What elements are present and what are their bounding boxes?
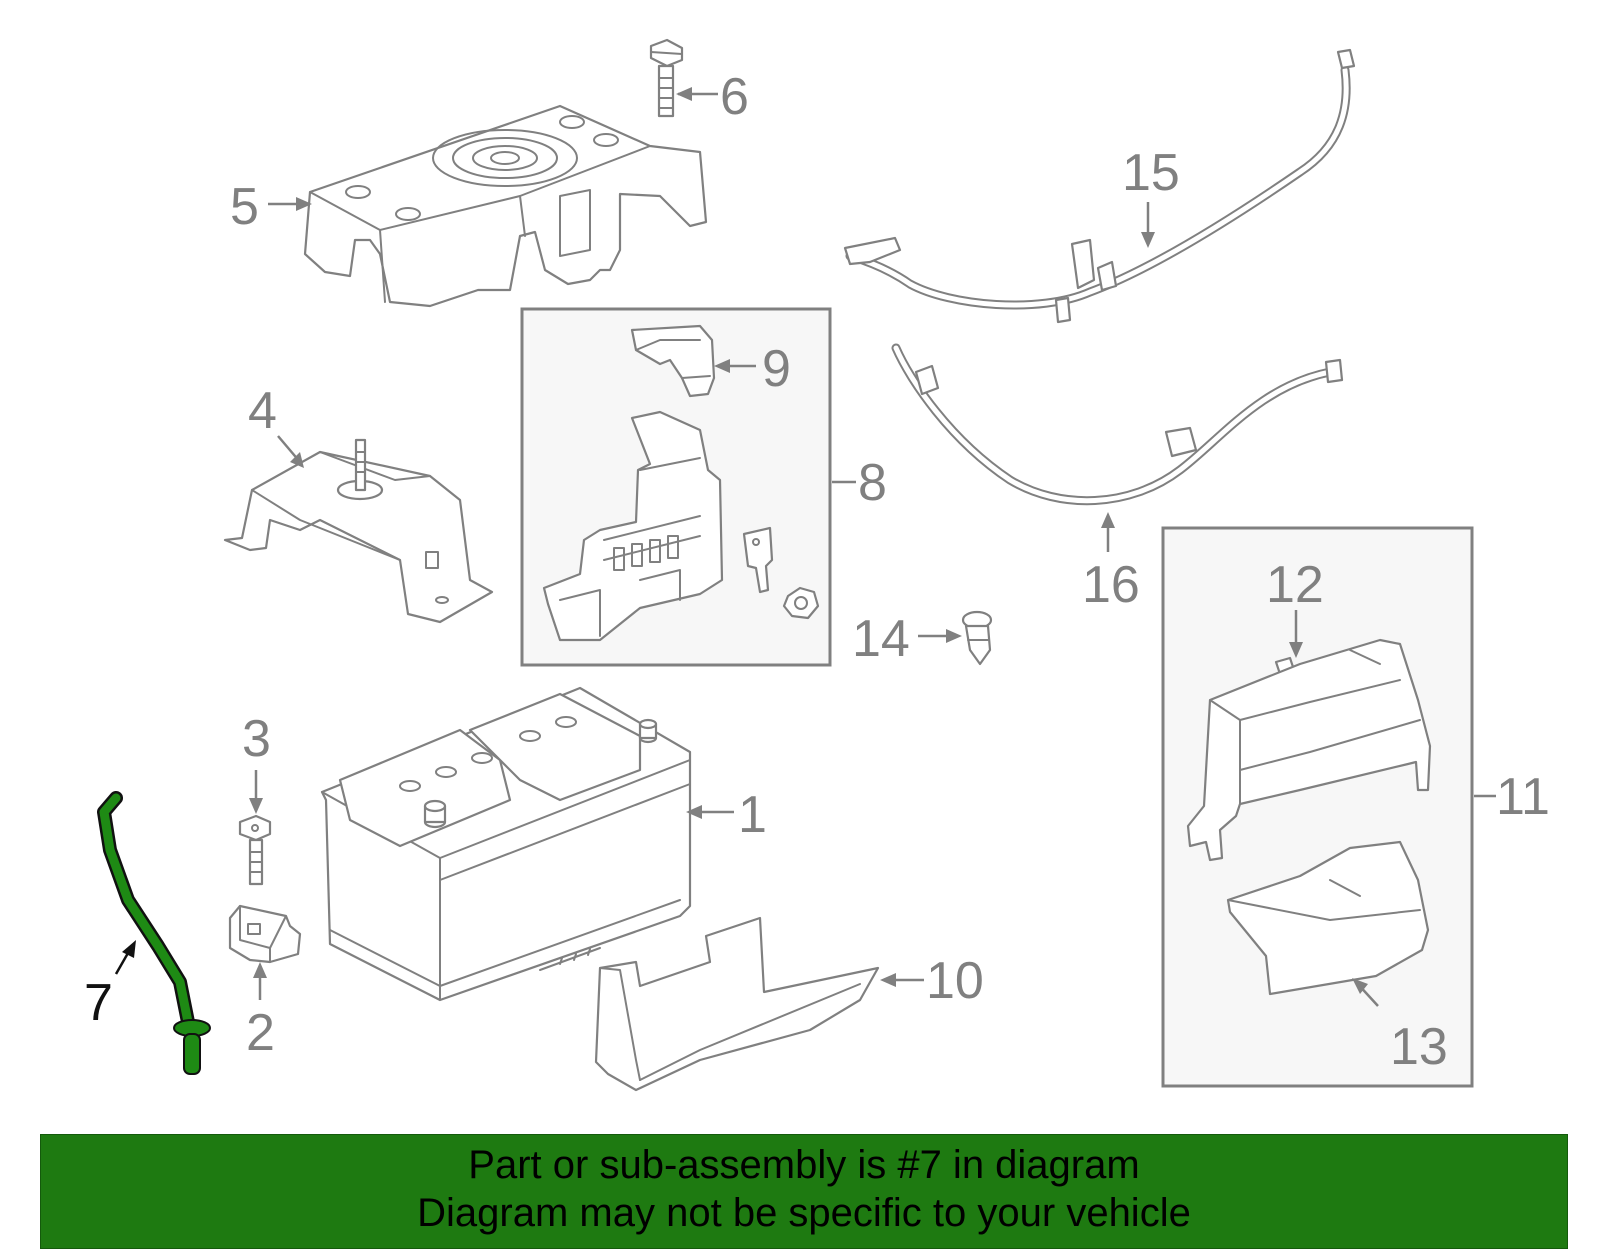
callout-15: 15 (1122, 144, 1180, 202)
banner-line-2: Diagram may not be specific to your vehi… (417, 1191, 1191, 1235)
leader-lines (114, 87, 1496, 1007)
callout-16: 16 (1082, 556, 1140, 614)
part-11-cover[interactable] (1186, 638, 1432, 862)
callout-10: 10 (926, 952, 984, 1010)
callout-labels: 6 5 15 4 9 8 16 14 12 11 3 1 2 10 13 7 (84, 68, 1550, 1076)
callout-11: 11 (1496, 768, 1550, 826)
callout-6: 6 (720, 68, 749, 126)
callout-9: 9 (762, 340, 791, 398)
banner-line-1: Part or sub-assembly is #7 in diagram (468, 1143, 1140, 1187)
part-8-fuse-block[interactable] (542, 410, 820, 642)
part-16-cable[interactable] (891, 343, 1344, 506)
part-2-clamp[interactable] (228, 904, 302, 964)
info-banner: Part or sub-assembly is #7 in diagram Di… (40, 1134, 1568, 1249)
callout-5: 5 (230, 178, 259, 236)
callout-13: 13 (1390, 1018, 1448, 1076)
part-3-bolt[interactable] (238, 814, 272, 886)
callout-14: 14 (852, 610, 910, 668)
callout-1: 1 (738, 786, 767, 844)
callout-2: 2 (246, 1004, 275, 1062)
part-1-battery[interactable] (320, 686, 692, 1002)
callout-7: 7 (84, 974, 113, 1032)
part-4-tray-bracket[interactable] (223, 438, 494, 624)
part-6-bolt[interactable] (649, 38, 684, 118)
part-5-bracket[interactable] (303, 104, 708, 308)
part-10-shield[interactable] (594, 916, 880, 1092)
part-9-terminal-cover[interactable] (630, 324, 716, 398)
part-7-hold-down-rod[interactable] (97, 791, 211, 1075)
part-15-cable[interactable] (843, 48, 1356, 324)
callout-3: 3 (242, 710, 271, 768)
callout-4: 4 (248, 382, 277, 440)
part-13-lower-cover[interactable] (1226, 840, 1430, 996)
callout-8: 8 (858, 454, 887, 512)
callout-12: 12 (1266, 556, 1324, 614)
part-14-retainer[interactable] (961, 610, 993, 666)
